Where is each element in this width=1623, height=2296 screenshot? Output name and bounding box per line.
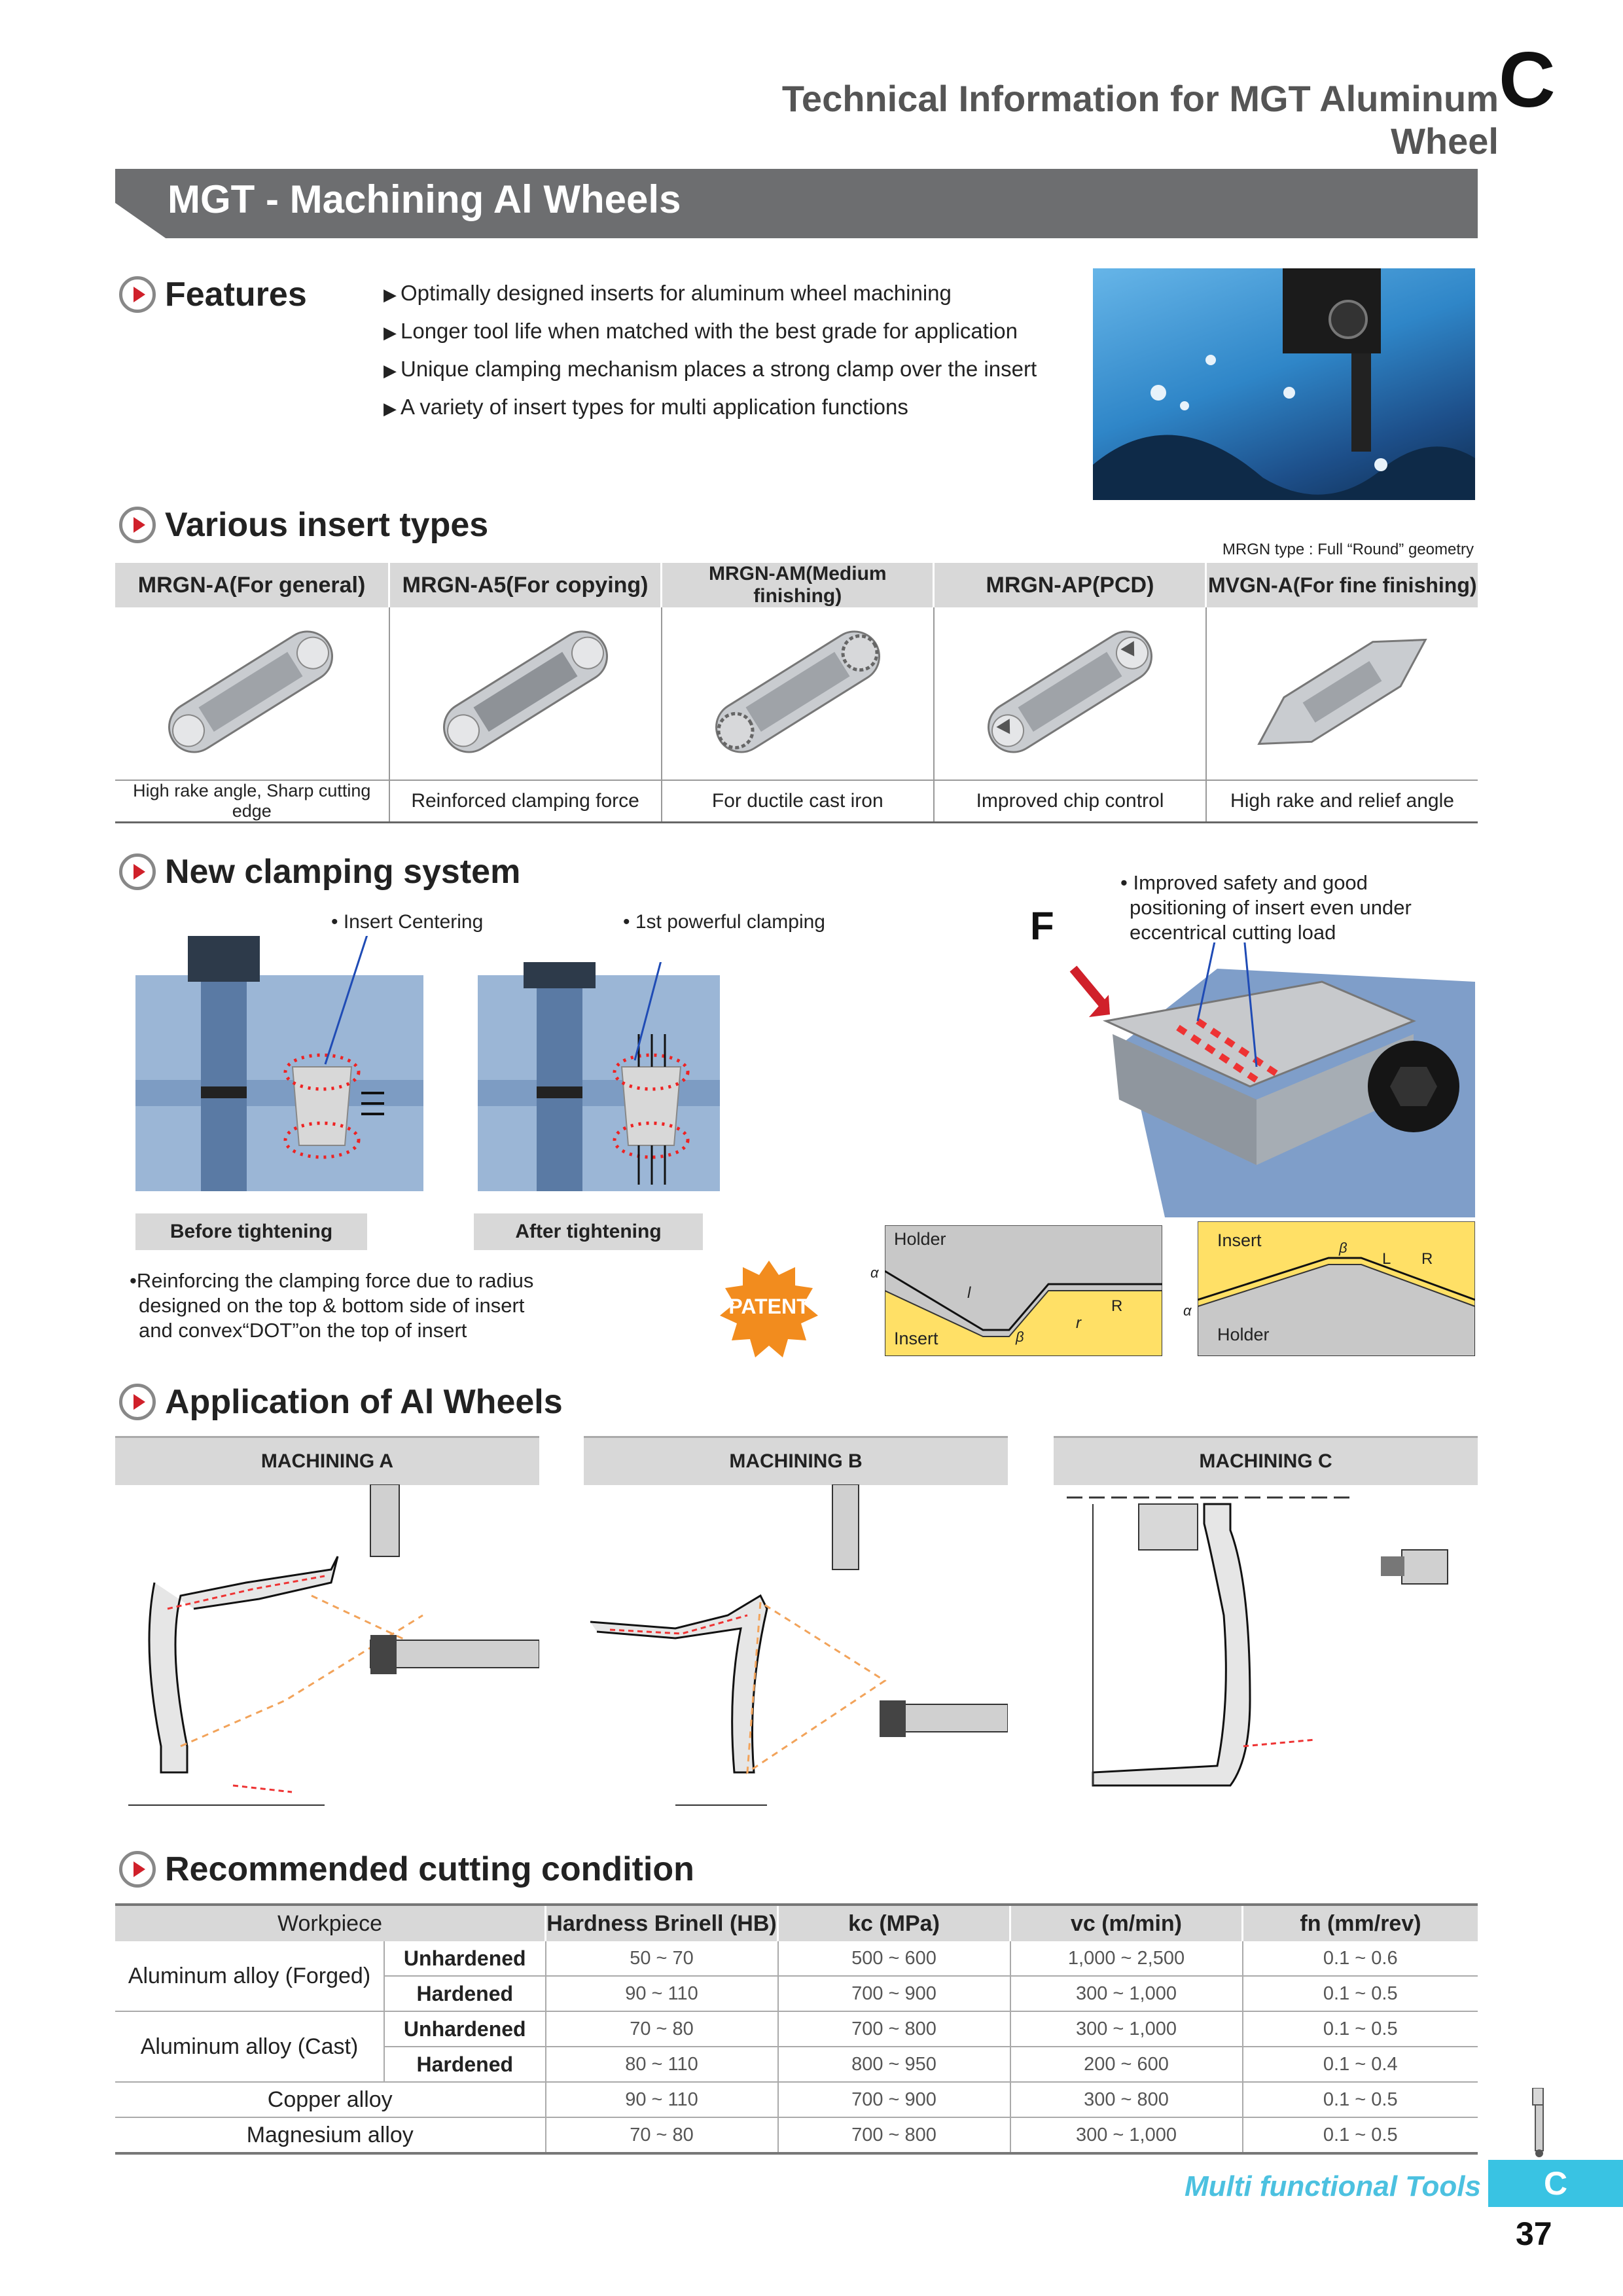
footer-section-tab: C <box>1488 2160 1623 2207</box>
insert-col-header: MRGN-AM(Medium finishing) <box>660 563 934 607</box>
holder-insert-profile-diagram: Holder Insert α l β r R <box>870 1225 1162 1356</box>
insert-desc: Reinforced clamping force <box>388 780 662 823</box>
machining-b-diagram <box>584 1484 1008 1815</box>
insert-image-mvgn-a <box>1205 607 1478 781</box>
play-bullet-icon <box>119 1384 156 1420</box>
after-tightening-diagram <box>478 935 720 1208</box>
play-bullet-icon <box>119 276 156 313</box>
before-tightening-diagram <box>135 922 423 1201</box>
feature-item: Unique clamping mechanism places a stron… <box>383 351 1037 389</box>
feature-item: Optimally designed inserts for aluminum … <box>383 275 1037 313</box>
application-heading: Application of Al Wheels <box>119 1382 563 1422</box>
mrgn-note: MRGN type : Full “Round” geometry <box>1222 541 1474 558</box>
machining-c-header: MACHINING C <box>1054 1436 1478 1485</box>
col-header: vc (m/min) <box>1009 1903 1243 1941</box>
machining-c-diagram <box>1054 1484 1478 1815</box>
insert-col-header: MRGN-A5(For copying) <box>388 563 662 607</box>
machining-b-header: MACHINING B <box>584 1436 1008 1485</box>
features-list: Optimally designed inserts for aluminum … <box>383 275 1037 427</box>
insert-holder-profile-diagram: Insert Holder β L R α <box>1183 1221 1475 1356</box>
title-banner <box>115 169 1478 238</box>
insert-image-mrgn-am <box>660 607 934 781</box>
tool-pictogram <box>1518 2087 1558 2163</box>
after-tightening-caption: After tightening <box>474 1213 703 1250</box>
label-insert-centering: • Insert Centering <box>331 911 484 933</box>
table-row: Hardened 90 ~ 110 700 ~ 900 300 ~ 1,000 … <box>115 1976 1478 2012</box>
clamping-heading: New clamping system <box>119 852 520 891</box>
play-bullet-icon <box>119 1851 156 1888</box>
insert-col-header: MRGN-A(For general) <box>115 563 389 607</box>
machining-photo <box>1093 268 1475 500</box>
table-row: Hardened 80 ~ 110 800 ~ 950 200 ~ 600 0.… <box>115 2047 1478 2083</box>
insert-image-mrgn-a <box>115 607 389 781</box>
play-bullet-icon <box>119 853 156 890</box>
features-heading: Features <box>119 275 307 314</box>
col-header: kc (MPa) <box>777 1903 1010 1941</box>
insert-desc: For ductile cast iron <box>660 780 934 823</box>
page-number: 37 <box>1516 2215 1552 2252</box>
banner-notch <box>115 203 168 240</box>
table-row: Magnesium alloy 70 ~ 80 700 ~ 800 300 ~ … <box>115 2117 1478 2155</box>
machining-a-diagram <box>115 1484 540 1815</box>
table-row: Copper alloy 90 ~ 110 700 ~ 900 300 ~ 80… <box>115 2082 1478 2118</box>
safety-note: • Improved safety and good positioning o… <box>1120 871 1412 944</box>
feature-item: A variety of insert types for multi appl… <box>383 389 1037 427</box>
machining-a-header: MACHINING A <box>115 1436 539 1485</box>
feature-item: Longer tool life when matched with the b… <box>383 313 1037 351</box>
cutting-condition-table: Workpiece Hardness Brinell (HB) kc (MPa)… <box>115 1903 1478 2155</box>
cutting-heading: Recommended cutting condition <box>119 1850 694 1889</box>
insert-types-table: MRGN-A(For general) MRGN-A5(For copying)… <box>115 563 1478 823</box>
table-row: Aluminum alloy (Cast) Unhardened 70 ~ 80… <box>115 2011 1478 2083</box>
patent-badge: PATENT <box>720 1261 818 1359</box>
before-tightening-caption: Before tightening <box>135 1213 367 1250</box>
insert-col-header: MVGN-A(For fine finishing) <box>1205 563 1478 607</box>
clamping-note: •Reinforcing the clamping force due to r… <box>130 1269 534 1342</box>
banner-title: MGT - Machining Al Wheels <box>168 177 681 221</box>
insert-image-mrgn-ap <box>933 607 1206 781</box>
page-header-title: Technical Information for MGT Aluminum W… <box>781 78 1499 162</box>
insert-types-heading: Various insert types <box>119 505 488 545</box>
col-header: Hardness Brinell (HB) <box>544 1903 778 1941</box>
insert-desc: High rake and relief angle <box>1205 780 1478 823</box>
force-label: F <box>1030 904 1054 948</box>
footer-category: Multi functional Tools <box>1185 2170 1481 2202</box>
col-header: fn (mm/rev) <box>1241 1903 1478 1941</box>
insert-desc: High rake angle, Sharp cutting edge <box>115 780 389 823</box>
clamp-3d-render <box>1047 929 1475 1221</box>
insert-image-mrgn-a5 <box>388 607 662 781</box>
play-bullet-icon <box>119 507 156 543</box>
col-header: Workpiece <box>115 1903 546 1941</box>
insert-col-header: MRGN-AP(PCD) <box>933 563 1206 607</box>
section-letter: C <box>1499 36 1556 124</box>
insert-desc: Improved chip control <box>933 780 1206 823</box>
label-powerful-clamping: • 1st powerful clamping <box>623 911 825 933</box>
table-row: Aluminum alloy (Forged) Unhardened 50 ~ … <box>115 1941 1478 2012</box>
